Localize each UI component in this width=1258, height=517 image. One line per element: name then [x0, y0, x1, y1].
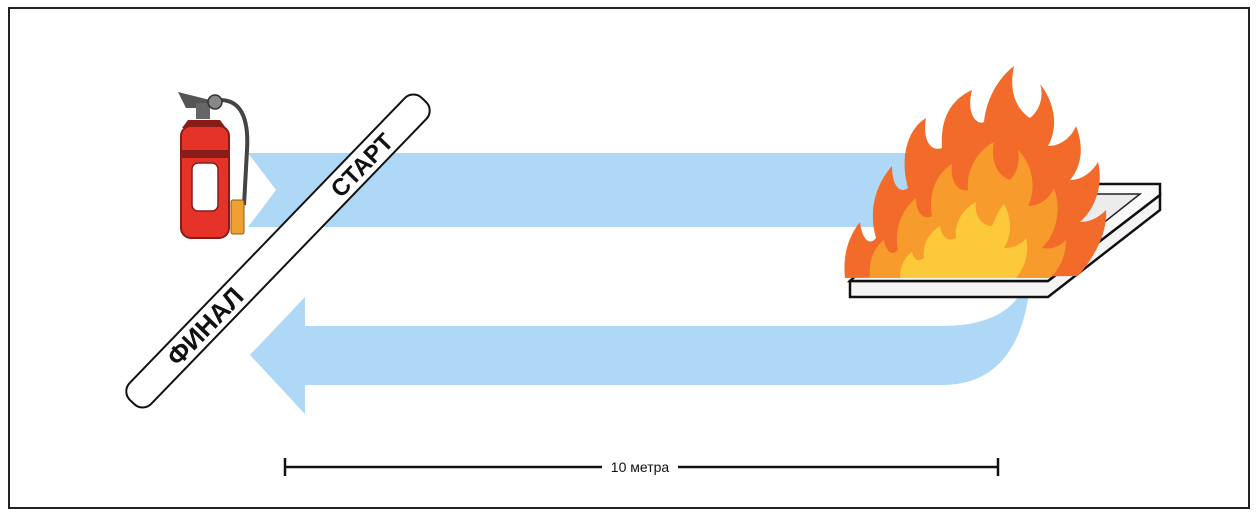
distance-label: 10 метра — [611, 459, 670, 475]
finish-label: ФИНАЛ — [161, 281, 250, 372]
fire-extinguisher-icon — [178, 92, 247, 238]
extinguisher-gauge — [208, 95, 222, 109]
distance-marker: 10 метра — [285, 458, 998, 476]
extinguisher-valve — [196, 103, 210, 119]
extinguisher-nozzle — [231, 200, 244, 234]
extinguisher-label — [192, 163, 218, 211]
extinguisher-band — [181, 150, 229, 158]
return-arrowhead — [250, 297, 305, 414]
